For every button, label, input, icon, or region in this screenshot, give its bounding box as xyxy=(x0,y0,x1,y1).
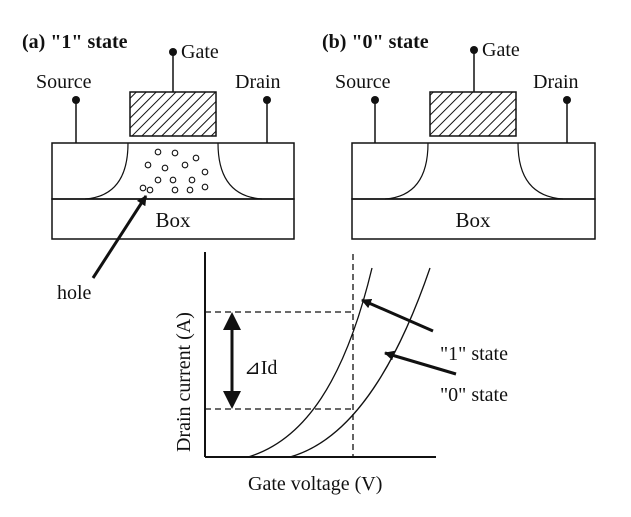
delta-id-arrowhead-top xyxy=(223,312,241,330)
gate-electrode-a xyxy=(129,91,217,137)
silicon-layer-b xyxy=(351,142,596,200)
state0-curve xyxy=(289,267,431,458)
x-axis-label: Gate voltage (V) xyxy=(248,473,382,495)
panel-b-label: (b) "0" state xyxy=(322,31,429,53)
box-layer-a xyxy=(51,198,295,240)
drain-junction-b xyxy=(517,142,564,200)
gate-label-a: Gate xyxy=(181,41,219,63)
box-label-a: Box xyxy=(155,208,191,232)
delta-symbol: ⊿ xyxy=(244,357,261,379)
drain-label-b: Drain xyxy=(533,71,579,93)
delta-id-label: ⊿Id xyxy=(244,357,277,379)
holes xyxy=(139,148,209,194)
source-label-b: Source xyxy=(335,71,391,93)
box-label-b: Box xyxy=(455,208,491,232)
hole-arrow xyxy=(91,195,148,279)
hole-label: hole xyxy=(57,282,92,304)
panel-b: (b) "0" state Gate Source Drain Box xyxy=(322,31,596,240)
source-label-a: Source xyxy=(36,71,92,93)
gate-electrode-b xyxy=(429,91,517,137)
delta-id-arrowhead-bottom xyxy=(223,391,241,409)
panel-a-label: (a) "1" state xyxy=(22,31,128,53)
state1-pointer xyxy=(361,298,434,333)
gate-terminal-b xyxy=(470,46,478,54)
state0-pointer xyxy=(384,350,457,376)
delta-id-text: Id xyxy=(261,357,278,379)
id-vg-graph: Drain current (A) Gate voltage (V) ⊿Id "… xyxy=(173,252,508,495)
box-layer-b xyxy=(351,198,596,240)
gate-label-b: Gate xyxy=(482,39,520,61)
drain-junction-a xyxy=(217,142,263,200)
state1-label: "1" state xyxy=(440,343,508,365)
panel-a: (a) "1" state Gate Source Drain xyxy=(22,31,295,304)
source-junction-a xyxy=(84,142,129,200)
drain-label-a: Drain xyxy=(235,71,281,93)
state0-label: "0" state xyxy=(440,384,508,406)
source-junction-b xyxy=(384,142,429,200)
y-axis-label: Drain current (A) xyxy=(173,312,195,452)
gate-terminal-a xyxy=(169,48,177,56)
